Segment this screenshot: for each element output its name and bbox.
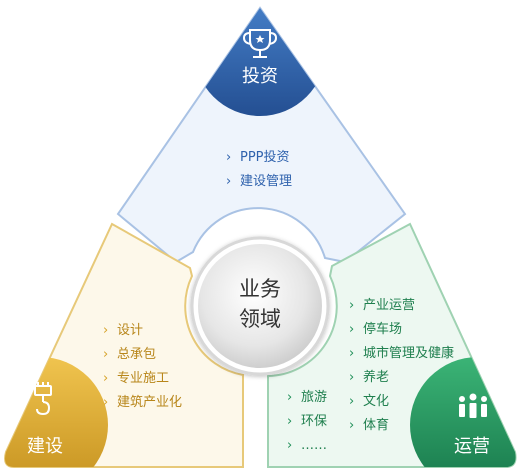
- build-title: 建设: [27, 436, 63, 457]
- bullet-icon: ›: [103, 323, 108, 338]
- operate-list-col2: › 旅游 › 环保 › ……: [287, 390, 327, 453]
- list-item: 养老: [363, 369, 389, 385]
- bullet-icon: ›: [103, 371, 108, 386]
- list-item: 总承包: [117, 347, 156, 362]
- bullet-icon: ›: [287, 438, 292, 453]
- invest-title: 投资: [242, 66, 278, 87]
- list-item: 产业运营: [363, 298, 415, 313]
- bullet-icon: ›: [349, 298, 354, 313]
- team-icon: [459, 393, 487, 418]
- list-item: 文化: [363, 394, 389, 409]
- list-item: 环保: [301, 414, 327, 429]
- list-item: 建筑产业化: [117, 394, 182, 410]
- bullet-icon: ›: [349, 346, 354, 361]
- list-item: ……: [301, 438, 327, 453]
- bullet-icon: ›: [349, 394, 354, 409]
- center-hub: 业务 领域: [190, 236, 330, 376]
- crane-hook-icon: [34, 382, 52, 416]
- list-item: 停车场: [363, 321, 402, 337]
- list-item: 设计: [117, 323, 143, 338]
- bullet-icon: ›: [287, 390, 292, 405]
- bullet-icon: ›: [349, 322, 354, 337]
- list-item: 城市管理及健康: [363, 345, 454, 361]
- bullet-icon: ›: [226, 174, 231, 189]
- bullet-icon: ›: [287, 414, 292, 429]
- bullet-icon: ›: [103, 395, 108, 410]
- center-line-1: 业务: [239, 277, 281, 301]
- list-item: PPP投资: [240, 149, 290, 165]
- operate-title: 运营: [454, 436, 490, 457]
- bullet-icon: ›: [226, 150, 231, 165]
- operate-list-col1: › 产业运营 › 停车场 › 城市管理及健康 › 养老 › 文化 › 体育: [349, 298, 454, 433]
- build-list: › 设计 › 总承包 › 专业施工 › 建筑产业化: [103, 323, 182, 410]
- trophy-icon: [242, 29, 278, 58]
- invest-list: › PPP投资 › 建设管理: [226, 149, 292, 189]
- bullet-icon: ›: [349, 370, 354, 385]
- bullet-icon: ›: [349, 418, 354, 433]
- list-item: 旅游: [301, 390, 327, 405]
- list-item: 建设管理: [240, 174, 292, 189]
- list-item: 专业施工: [117, 371, 169, 386]
- list-item: 体育: [363, 417, 389, 433]
- center-line-2: 领域: [239, 307, 281, 331]
- bullet-icon: ›: [103, 347, 108, 362]
